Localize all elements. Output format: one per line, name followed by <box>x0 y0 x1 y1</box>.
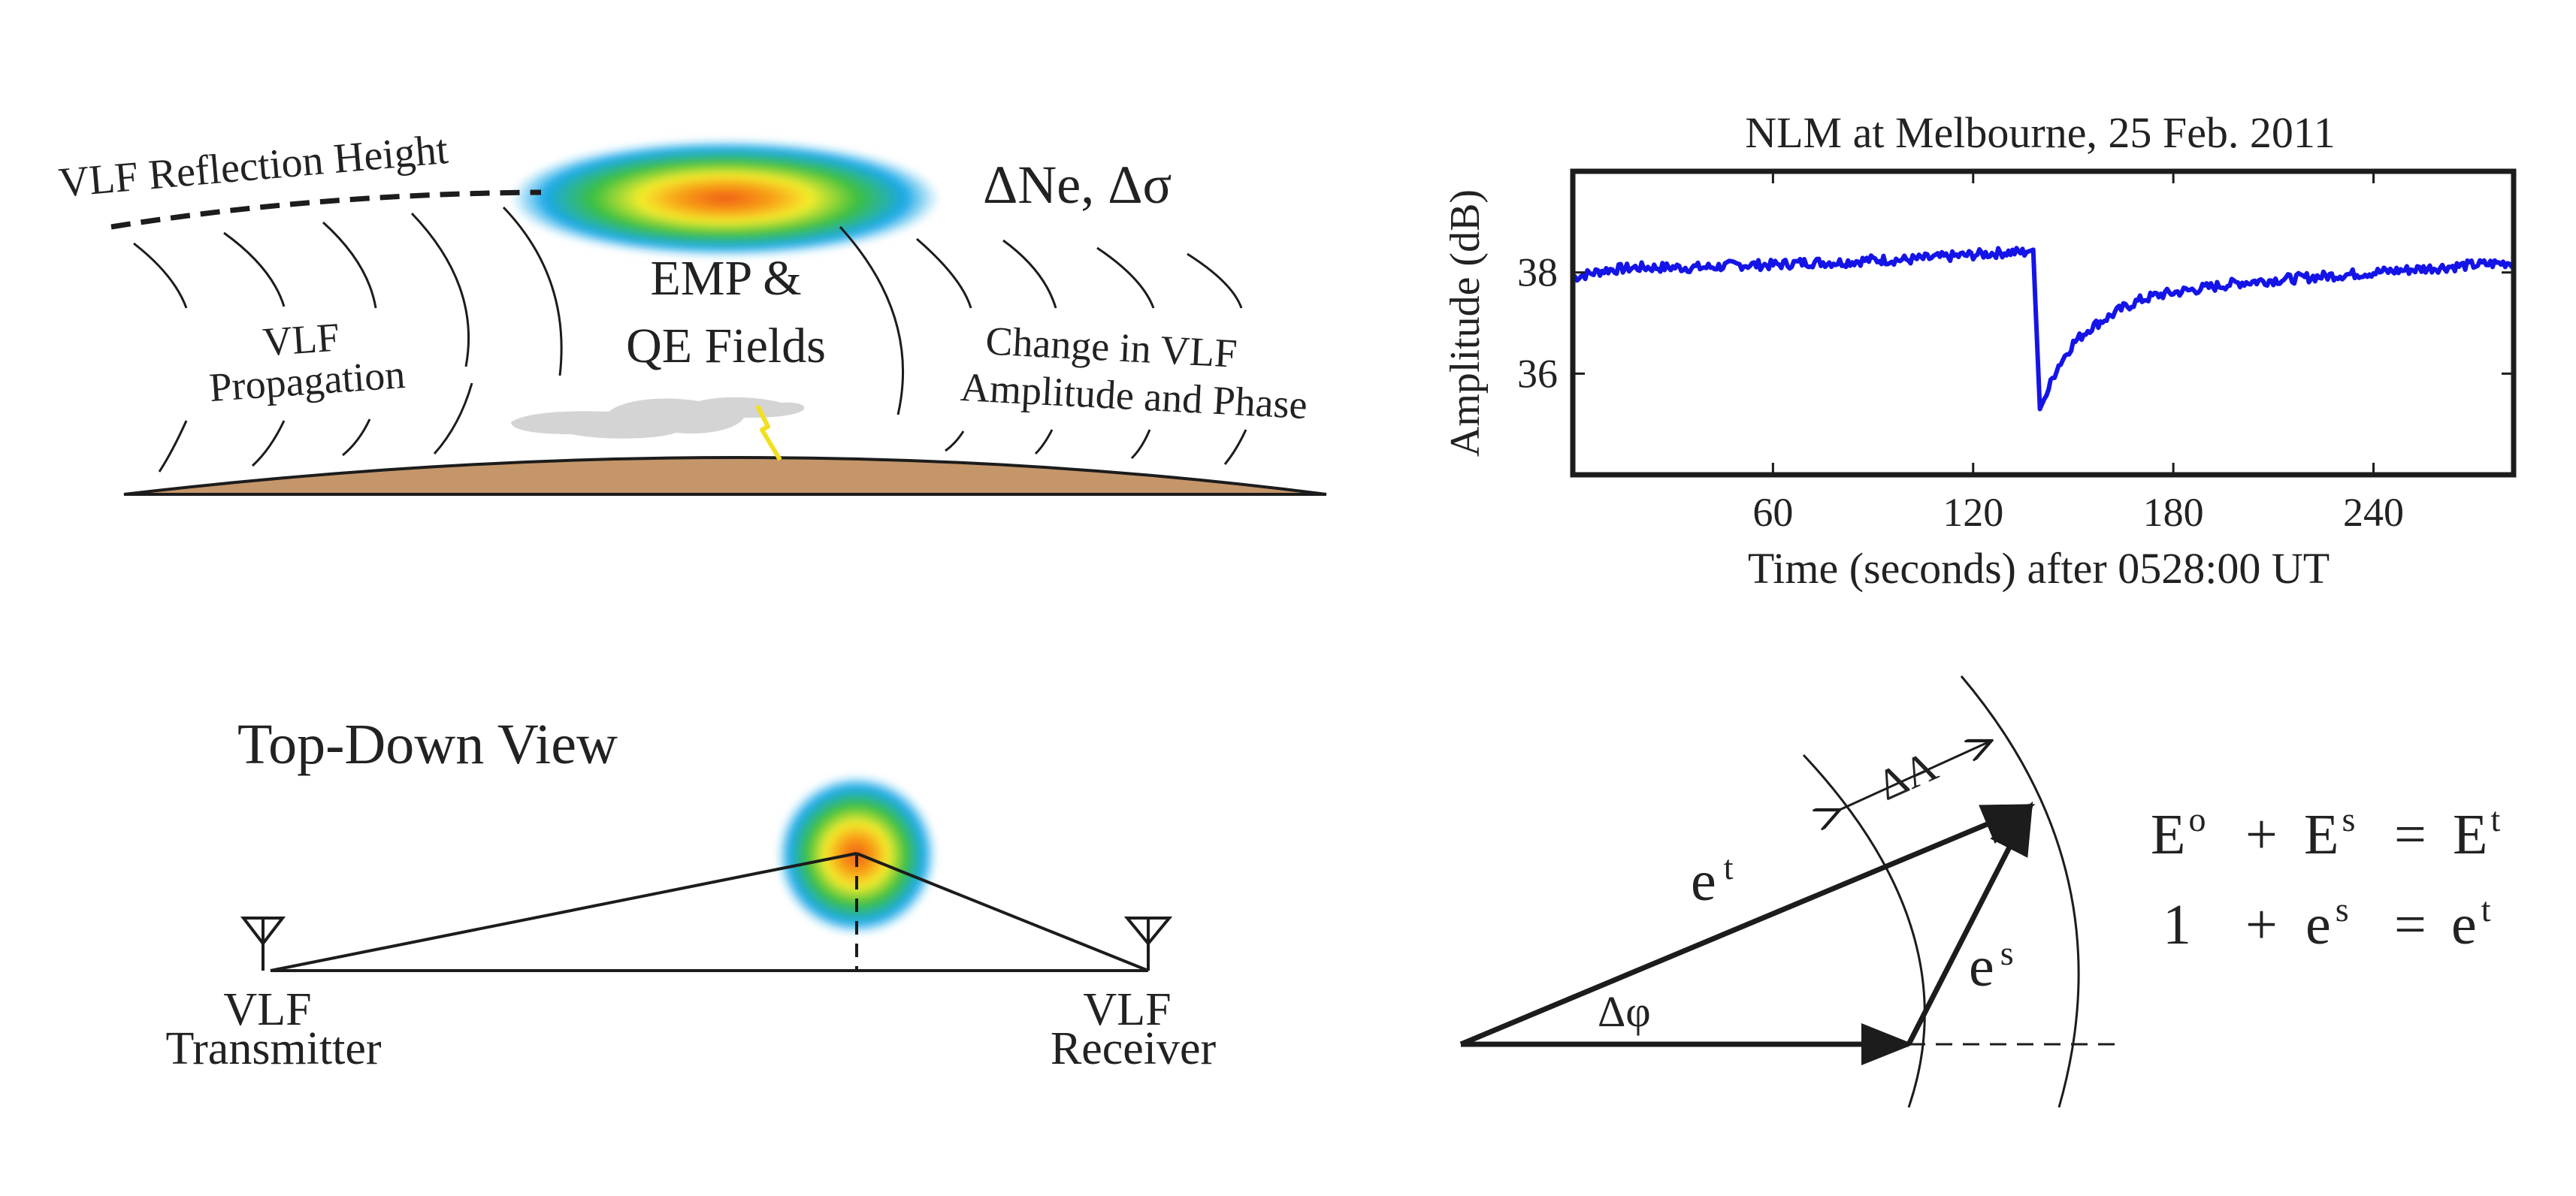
wavefronts-right <box>839 225 1247 465</box>
y-tick-label: 38 <box>1517 250 1558 295</box>
es-base: e <box>1969 935 1994 998</box>
chart-y-axis-label: Amplitude (dB) <box>1442 189 1489 457</box>
et-vector <box>1459 803 2036 1047</box>
ionospheric-disturbance-blob <box>511 140 939 257</box>
eq2-term1: 1 <box>2163 893 2191 956</box>
emp-fields-label-line2: QE Fields <box>626 319 826 373</box>
top-down-title: Top-Down View <box>237 713 618 776</box>
eq2-plus: + <box>2245 893 2278 956</box>
eq1-equals: = <box>2394 803 2426 866</box>
x-tick-label: 60 <box>1752 490 1793 535</box>
reflection-height-line <box>110 189 542 230</box>
chart-x-axis-label: Time (seconds) after 0528:00 UT <box>1748 544 2330 593</box>
scatter-path-out <box>856 852 1149 972</box>
phasor-vectors <box>1459 801 2036 1065</box>
x-tick-label: 180 <box>2143 490 2204 535</box>
delta-phi-label: Δφ <box>1598 987 1651 1036</box>
amplitude-chart: NLM at Melbourne, 25 Feb. 2011 Amplitude… <box>1442 108 2517 593</box>
propagation-paths <box>270 852 1149 972</box>
receiver-antenna-icon <box>1123 917 1173 971</box>
transmitter-label-line2: Transmitter <box>165 1023 381 1074</box>
wavefronts-left <box>133 206 563 473</box>
earth-ground <box>123 456 1327 496</box>
scatter-path-in <box>270 852 857 972</box>
thundercloud <box>511 397 805 439</box>
chart-plot-area <box>1571 246 2516 412</box>
eq1-term2: Es <box>2304 800 2355 866</box>
transmitter-antenna-icon <box>240 917 286 971</box>
es-vector <box>1906 801 2033 1046</box>
vlf-propagation-label-line1: VLF <box>262 315 341 365</box>
chart-ticks: 60 120 180 240 36 38 <box>1517 171 2514 535</box>
eq2-equals: = <box>2394 893 2426 956</box>
x-tick-label: 240 <box>2343 490 2404 535</box>
et-sup: t <box>1724 848 1734 886</box>
receiver-label-line2: Receiver <box>1051 1023 1217 1074</box>
eq1-term1: Eo <box>2151 800 2206 866</box>
outer-amplitude-arc <box>1960 675 2080 1108</box>
transmitter-label-line1: VLF <box>223 984 311 1035</box>
x-tick-label: 120 <box>1943 490 2003 535</box>
equation-1: Eo + Es = Et <box>2151 800 2500 866</box>
chart-frame <box>1570 168 2517 478</box>
side-view-panel: VLF Reflection Height ΔNe, Δσ EMP & QE F… <box>57 126 1327 496</box>
et-base: e <box>1691 850 1716 913</box>
y-tick-label: 36 <box>1517 351 1558 396</box>
chart-title: NLM at Melbourne, 25 Feb. 2011 <box>1745 108 2336 157</box>
top-down-panel: Top-Down View VLF Transmitter VLF Receiv… <box>165 713 1216 1074</box>
inner-amplitude-arc <box>1802 754 1926 1108</box>
lightning-bolt <box>755 404 782 461</box>
delta-ne-sigma-label: ΔNe, Δσ <box>983 155 1172 215</box>
change-vlf-label-line2: Amplitude and Phase <box>960 364 1308 427</box>
delta-a-dimension-arrow <box>1840 741 1991 810</box>
eq1-plus: + <box>2245 803 2278 866</box>
emp-fields-label-line1: EMP & <box>650 251 801 306</box>
amplitude-series-line <box>1571 246 2516 412</box>
delta-a-label: ΔA <box>1870 741 1945 810</box>
vlf-propagation-label-line2: Propagation <box>207 352 407 410</box>
es-sup: s <box>2000 934 2014 972</box>
receiver-label-line1: VLF <box>1083 984 1171 1035</box>
eq1-term3: Et <box>2453 800 2500 866</box>
